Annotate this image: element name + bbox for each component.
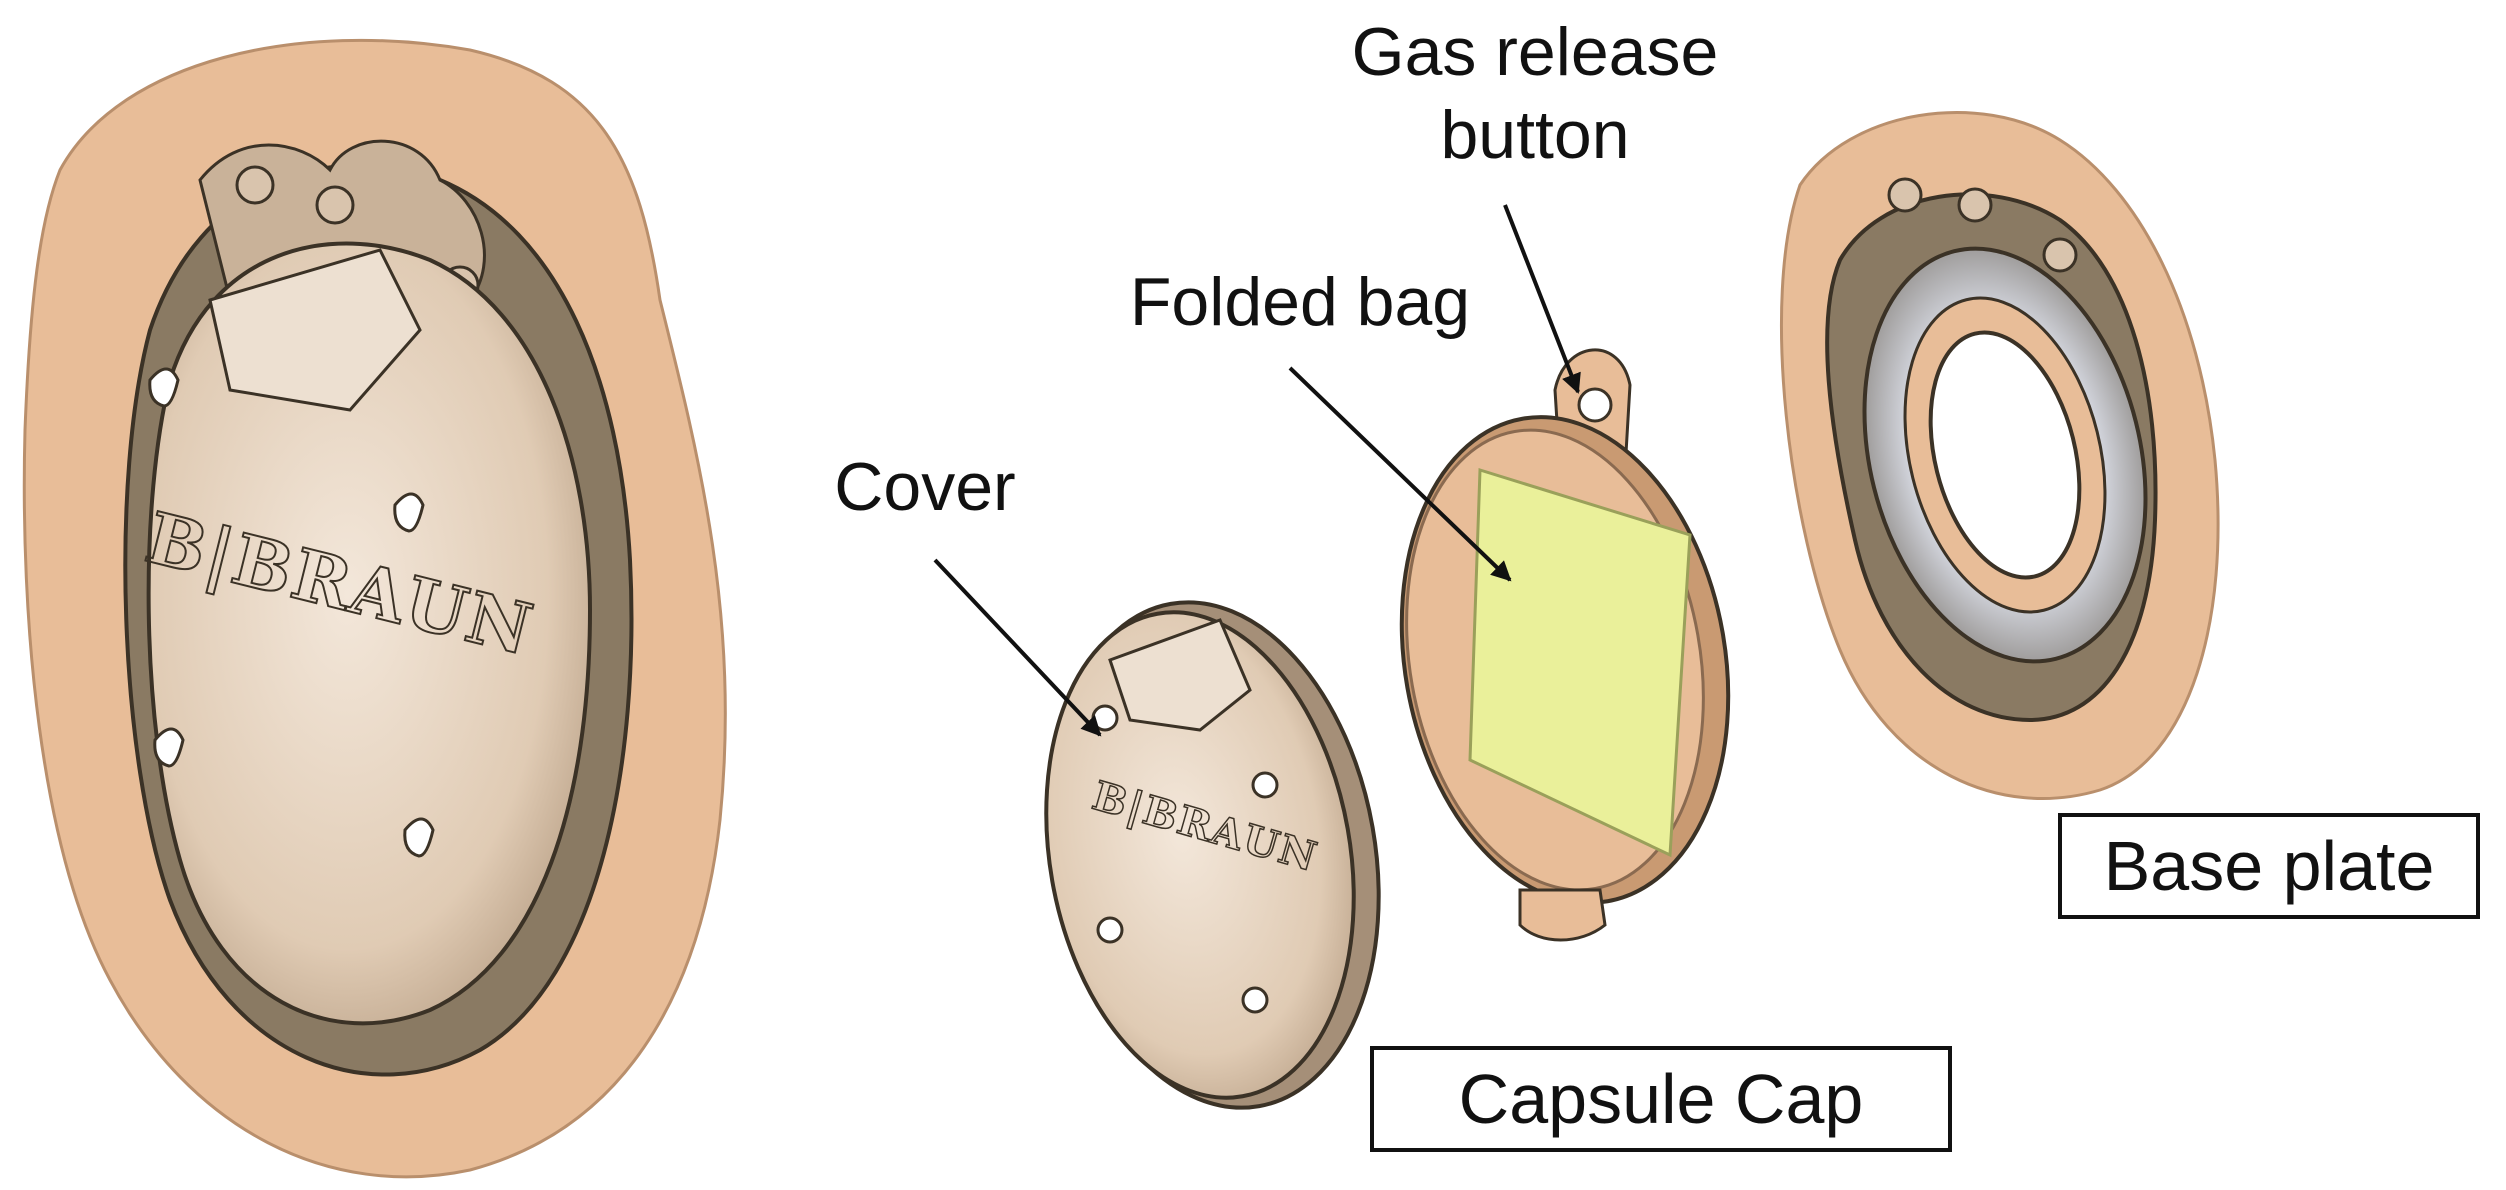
base-plate-label: Base plate <box>2104 827 2435 905</box>
assembled-vent-top-left <box>148 367 180 408</box>
assembled-vent-bottom-right <box>403 817 435 858</box>
assembled-cover <box>146 241 593 1026</box>
cover-face <box>1044 610 1356 1100</box>
capsule-cap-bottom-tab <box>1518 888 1607 942</box>
gas-release-label-line1: Gas release <box>1352 14 1719 90</box>
base-plate-component <box>1779 111 2220 800</box>
folded-bag-arrow <box>1288 366 1512 582</box>
capsule-cap-label: Capsule Cap <box>1459 1060 1864 1138</box>
cover-flap <box>1108 618 1252 732</box>
cover-label: Cover <box>834 449 1015 525</box>
gas-release-label-line2: button <box>1440 97 1629 173</box>
assembled-rivet-2 <box>315 185 355 225</box>
cover-vent-4 <box>1241 986 1269 1014</box>
gas-release-arrow <box>1503 204 1581 394</box>
cover-vent-1 <box>1091 704 1119 732</box>
cover-vent-3 <box>1096 916 1124 944</box>
gas-release-button <box>1577 387 1613 423</box>
base-plate-stoma-opening <box>1928 330 2082 580</box>
folded-bag-label: Folded bag <box>1130 264 1470 340</box>
assembled-vent-bottom-left <box>153 727 185 768</box>
assembled-rivet-1 <box>235 165 275 205</box>
cover-component: B|BRAUN <box>1044 600 1381 1110</box>
cover-vent-2 <box>1251 771 1279 799</box>
base-plate-label-box: Base plate <box>2058 813 2480 919</box>
base-plate-rivet-2 <box>1957 187 1993 223</box>
capsule-cap-label-frame <box>1370 1046 1952 1152</box>
folded-bag <box>1468 467 1692 858</box>
base-plate-rivet-1 <box>1887 177 1923 213</box>
base-plate-rivet-3 <box>2042 237 2078 273</box>
assembled-vent-top-right <box>393 492 425 533</box>
assembled-cover-flap <box>208 248 422 412</box>
cover-arrow <box>933 558 1102 737</box>
capsule-cap-label-box: Capsule Cap <box>1370 1046 1952 1152</box>
capsule-cap-body <box>1399 348 1731 942</box>
base-plate-label-frame <box>2058 813 2480 919</box>
assembled-device: B|BRAUN <box>22 38 727 1179</box>
